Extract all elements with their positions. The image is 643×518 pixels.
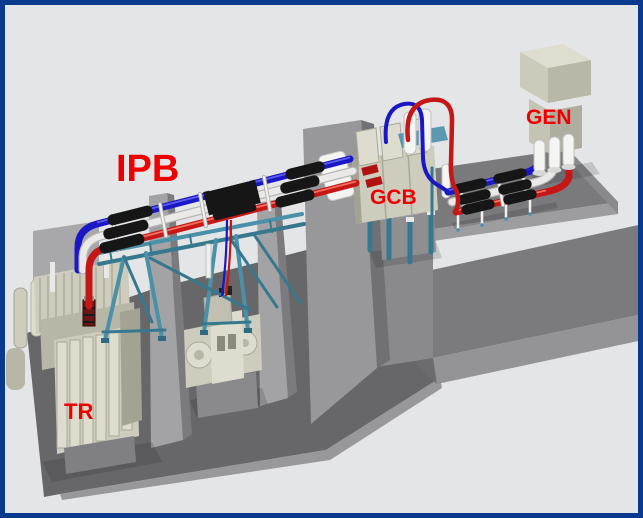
busbar-black-joints-right — [453, 168, 537, 215]
gcb-loop-pipes — [383, 97, 461, 214]
gcb-blue-loop — [383, 101, 450, 194]
gcb-red-flange — [361, 164, 379, 176]
label-gen: GEN — [526, 106, 572, 129]
busbar-black-joints — [99, 161, 325, 254]
transformer-tr — [6, 254, 162, 482]
auxiliary-machine — [184, 286, 268, 418]
label-gcb: GCB — [370, 186, 417, 209]
busbar-tapoff-box — [203, 179, 261, 221]
gcb-red-flange — [365, 176, 383, 188]
tapoff-drop-wires — [205, 219, 233, 297]
busbar-run-left — [74, 155, 383, 310]
busbar-run-right — [444, 133, 576, 232]
gcb-red-loop — [405, 97, 461, 214]
busbar-tube-red-right — [452, 159, 573, 216]
label-tr: TR — [64, 399, 94, 424]
deck-pin-supports — [456, 198, 532, 232]
generator-bushings — [532, 133, 576, 176]
label-ipb: IPB — [116, 148, 180, 190]
busbar-tube-blue — [74, 155, 354, 274]
